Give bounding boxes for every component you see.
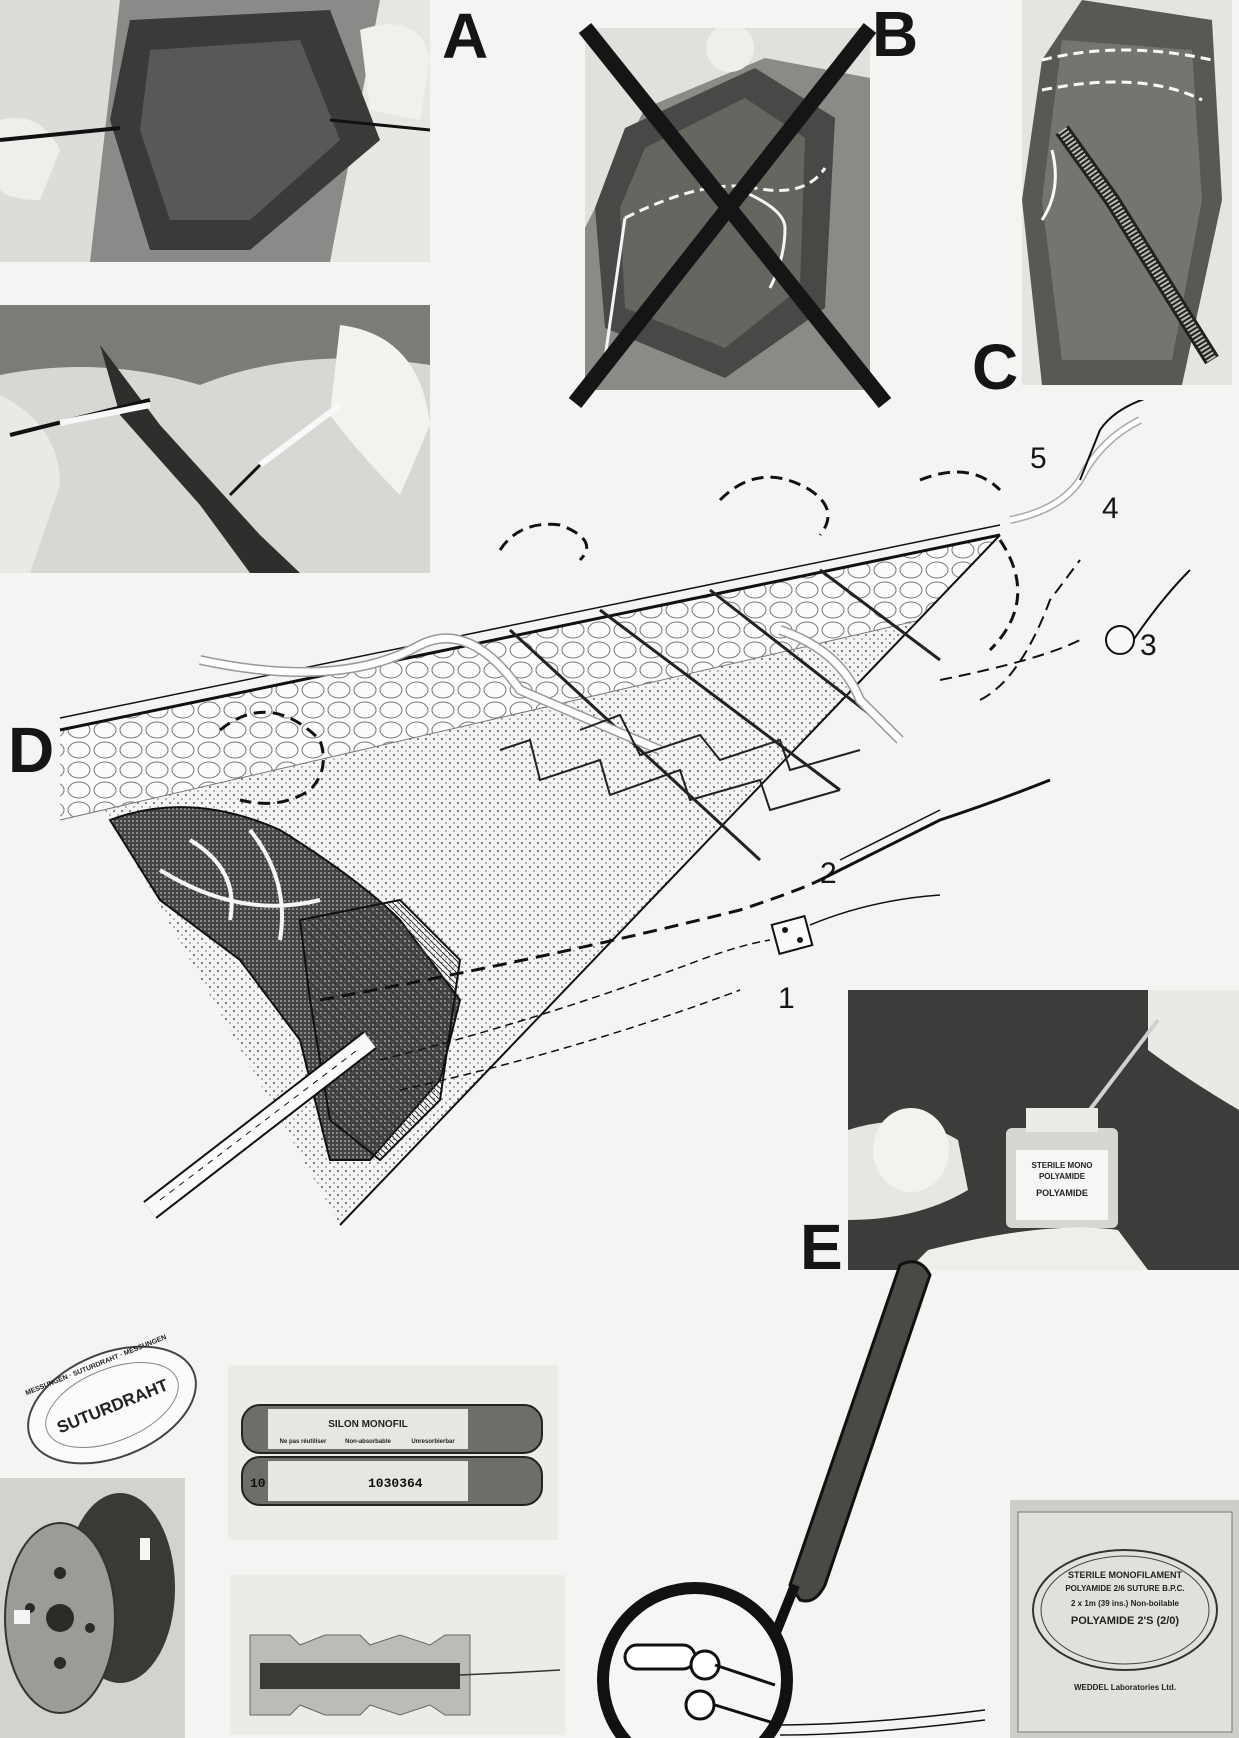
number-3: 3 (1140, 629, 1157, 662)
box-col-1: Ne pas réutiliser (280, 1439, 327, 1445)
number-4: 4 (1102, 492, 1119, 525)
jar-label-line-3: POLYAMIDE (1036, 1188, 1088, 1198)
suture-card-photo (230, 1575, 565, 1735)
photo-c (1022, 0, 1232, 385)
panel-label-a: A (442, 0, 489, 72)
photo-a-bottom (0, 305, 430, 573)
jar-label-line-1: STERILE MONO (1032, 1161, 1093, 1170)
box-col-2: Non-absorbable (345, 1439, 391, 1445)
cross-mark-icon (568, 23, 892, 408)
panel-label-c: C (972, 331, 1019, 403)
magnifying-glass-icon (597, 1260, 985, 1738)
number-2: 2 (820, 857, 837, 890)
panel-label-e: E (800, 1211, 843, 1283)
panel-label-b: B (872, 0, 919, 70)
suture-diagram-d: 1 2 3 4 5 (59, 400, 1191, 1226)
packet-line-5: WEDDEL Laboratories Ltd. (1074, 1683, 1176, 1692)
packet-line-4: POLYAMIDE 2'S (2/0) (1071, 1615, 1180, 1627)
packet-line-2: POLYAMIDE 2/6 SUTURE B.P.C. (1065, 1584, 1184, 1593)
spool-photo (0, 1478, 185, 1738)
silon-box-photo: SILON MONOFIL Ne pas réutiliser Non-abso… (228, 1365, 558, 1540)
photo-a-top (0, 0, 430, 262)
packet-line-1: STERILE MONOFILAMENT (1068, 1570, 1182, 1580)
box-col-3: Unresorbierbar (411, 1439, 455, 1445)
box-number-left: 10 (250, 1476, 266, 1491)
box-number-right: 1030364 (368, 1476, 423, 1491)
panel-label-d: D (8, 714, 55, 786)
polyamide-packet-photo: STERILE MONOFILAMENT POLYAMIDE 2/6 SUTUR… (1010, 1500, 1239, 1738)
number-5: 5 (1030, 442, 1047, 475)
packet-line-3: 2 x 1m (39 ins.) Non-boilable (1071, 1599, 1180, 1608)
box-title: SILON MONOFIL (328, 1419, 407, 1430)
number-1: 1 (778, 982, 795, 1015)
suturdraht-oval-label: SUTURDRAHT MESSUNGEN · SUTURDRAHT · MESS… (25, 1334, 197, 1465)
jar-label-line-2: POLYAMIDE (1039, 1172, 1086, 1181)
photo-e: STERILE MONO POLYAMIDE POLYAMIDE (848, 990, 1239, 1270)
